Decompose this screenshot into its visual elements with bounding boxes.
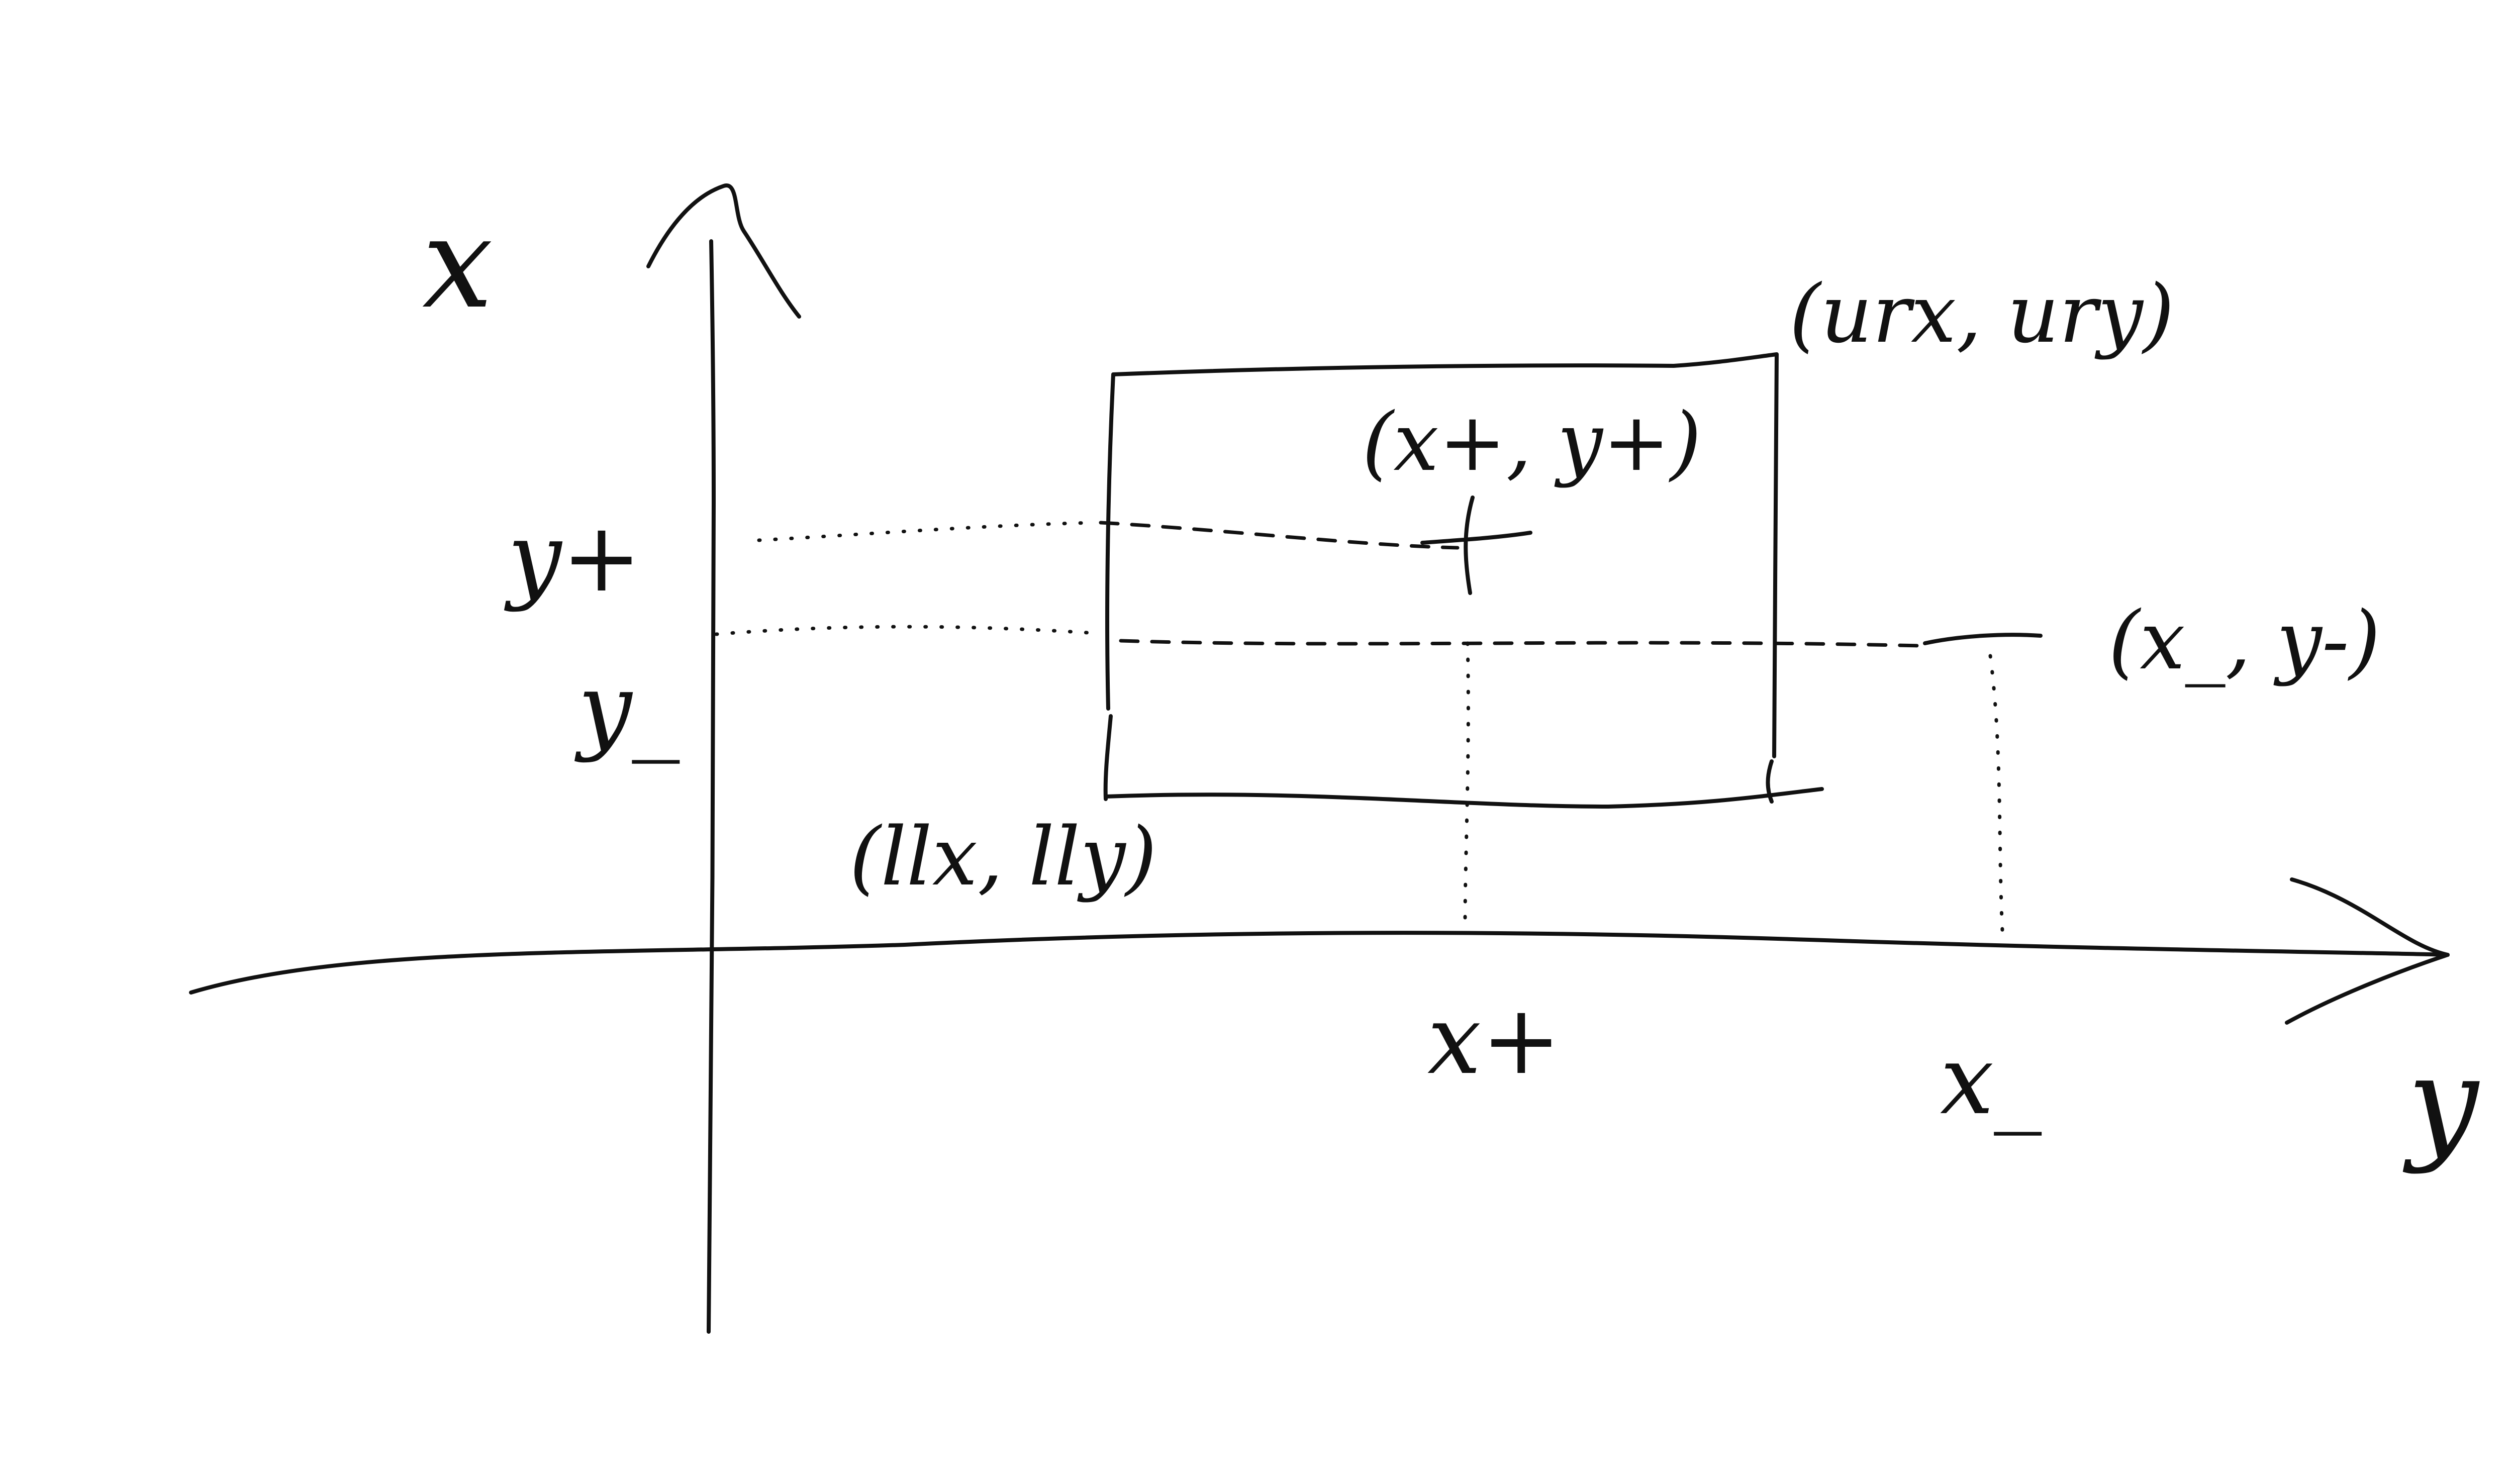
y-plus-dotted-guide (757, 521, 1098, 542)
y-minus-dashed-guide (1119, 639, 1922, 648)
vertical-axis-line (707, 239, 716, 1334)
vertical-axis (646, 183, 801, 1334)
y-minus-dotted-guide (714, 625, 1098, 636)
upper-right-point-label: (urx, ury) (1789, 267, 2174, 361)
minus-point-label: (x_, y-) (2108, 593, 2380, 687)
rectangle-bottom-edge (1104, 787, 1824, 809)
x-minus-tick-label: x_ (1940, 1025, 2042, 1136)
horizontal-axis-arrowhead-icon (2285, 877, 2450, 1025)
rectangle-corner-tick (1766, 759, 1774, 804)
horizontal-axis (189, 877, 2450, 1025)
rectangle-left-edge (1105, 372, 1115, 711)
horizontal-axis-label: y (2402, 1029, 2480, 1175)
rectangle (1103, 352, 1824, 809)
x-plus-tick-label: x+ (1427, 984, 1561, 1096)
guides-minus (714, 625, 2005, 942)
guides-plus (757, 521, 1470, 924)
vertical-axis-arrowhead-icon (646, 183, 801, 319)
y-plus-tick-label: y+ (504, 502, 642, 613)
rectangle-right-edge (1772, 352, 1779, 758)
plus-point-label: (x+, y+) (1362, 395, 1701, 489)
rectangle-left-edge-lower (1103, 714, 1113, 801)
horizontal-axis-line (189, 931, 2450, 995)
point-markers (1420, 496, 2043, 645)
minus-point-marker-icon (1923, 633, 2043, 645)
x-plus-dotted-guide (1463, 641, 1470, 924)
lower-left-point-label: (llx, lly) (849, 810, 1157, 904)
rectangle-top-edge (1111, 352, 1779, 376)
x-minus-dotted-guide (1988, 654, 2005, 942)
y-plus-dashed-guide (1099, 521, 1460, 550)
y-minus-tick-label: y_ (574, 653, 680, 764)
vertical-axis-label: x (422, 190, 493, 336)
plus-point-cross-icon (1420, 496, 1532, 595)
